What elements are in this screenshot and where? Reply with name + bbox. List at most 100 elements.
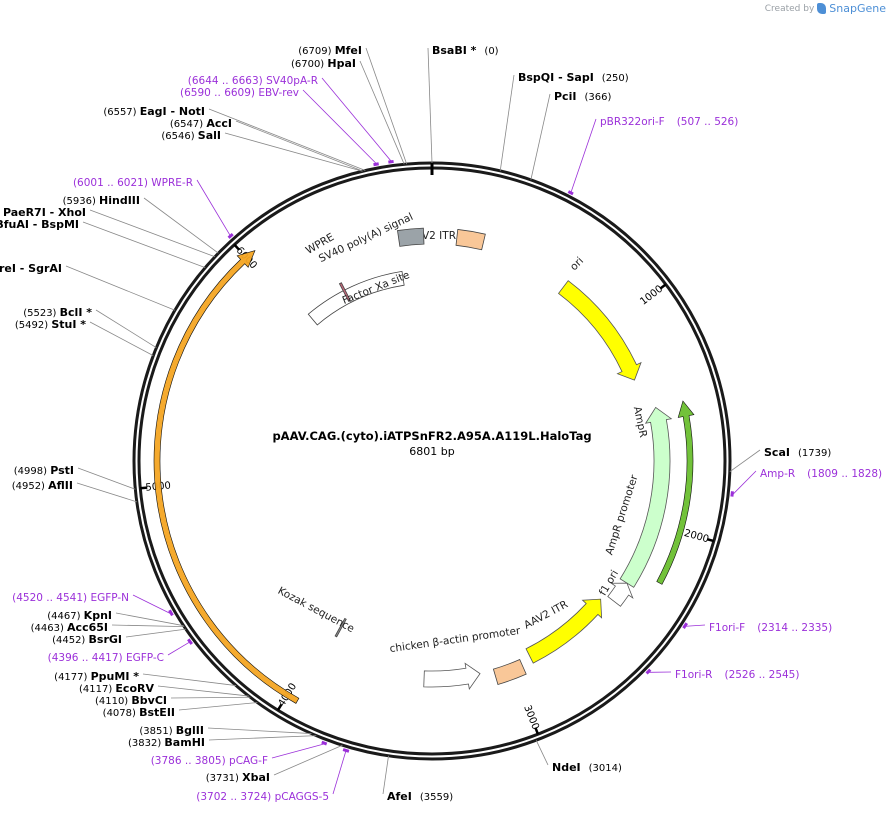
credit-brand: SnapGene [829, 2, 886, 15]
xbai-name: XbaI [242, 771, 270, 784]
pbr322ori-f-name: pBR322ori-F [600, 116, 665, 128]
bfuai-bspmi-leader [82, 221, 206, 269]
pbr322ori-f-range: (507 .. 526) [677, 116, 739, 128]
aflii-label: (4952) AflII [12, 479, 73, 492]
hpai-position: (6700) [291, 59, 327, 70]
ebv-rev-label: (6590 .. 6609) EBV-rev [180, 87, 299, 99]
pcag-f-leader [271, 743, 324, 759]
ecorv-name: EcoRV [115, 682, 154, 695]
aav2-itr-top-box [455, 228, 486, 251]
f1ori-f-name: F1ori-F [709, 622, 745, 634]
bcli-label: (5523) BclI * [23, 306, 92, 319]
sv40pa-r-bar [388, 159, 394, 164]
bglii-leader [207, 727, 312, 734]
kozak-mark [334, 617, 347, 638]
bsrgi-label: (4452) BsrGI [52, 633, 122, 646]
f1ori-f-bar [682, 622, 688, 629]
acc65i-position: (4463) [31, 623, 67, 634]
bspqi-sapi-label: BspQI - SapI (250) [518, 71, 629, 84]
scai-name: ScaI [764, 446, 790, 459]
eagi-noti-position: (6557) [103, 107, 139, 118]
bamhi-label: (3832) BamHI [128, 736, 205, 749]
amp-r-bar [730, 491, 734, 497]
egfp-c-range: (4396 .. 4417) [48, 652, 126, 664]
bbvci-position: (4110) [95, 696, 131, 707]
paer7i-xhoi-label: (5918) PaeR7I - XhoI [0, 206, 86, 219]
psti-label: (4998) PstI [14, 464, 74, 477]
amp-r-range: (1809 .. 1828) [807, 468, 882, 480]
pcaggs-5-leader [332, 751, 347, 795]
kpni-label: (4467) KpnI [47, 609, 112, 622]
ampr-label: AmpR [631, 405, 649, 438]
bsrgi-leader [125, 628, 186, 638]
pcaggs-5-range: (3702 .. 3724) [196, 791, 274, 803]
acc65i-label: (4463) Acc65I [31, 621, 108, 634]
site-labels: (6709) MfeI(6700) HpaI(6557) EagI - NotI… [0, 44, 882, 803]
bspqi-sapi-name: BspQI - SapI [518, 71, 594, 84]
paer7i-xhoi-leader [89, 209, 216, 258]
egfp-c-bar [187, 638, 193, 645]
egfp-c-label: (4396 .. 4417) EGFP-C [48, 652, 164, 664]
bbvci-name: BbvCI [131, 694, 167, 707]
sv40pa-r-range: (6644 .. 6663) [188, 75, 266, 87]
bstei-leader [178, 702, 258, 711]
pcaggs-5-name: pCAGGS-5 [275, 791, 329, 803]
ppumi-position: (4177) [54, 672, 90, 683]
pcaggs-5-label: (3702 .. 3724) pCAGGS-5 [196, 791, 329, 803]
ndei-leader [535, 740, 549, 766]
bbvci-label: (4110) BbvCI [95, 694, 167, 707]
paer7i-xhoi-name: PaeR7I - XhoI [3, 206, 86, 219]
afei-position: (3559) [420, 792, 453, 803]
ebv-rev-range: (6590 .. 6609) [180, 87, 258, 99]
ndei-label: NdeI(3014) [552, 761, 622, 774]
hpai-name: HpaI [327, 57, 356, 70]
hindiii-name: HindIII [99, 194, 140, 207]
pcag-f-bar [321, 740, 328, 746]
bsabi-position: (0) [484, 46, 498, 57]
f1ori-r-name: F1ori-R [675, 669, 712, 681]
wpre-r-label: (6001 .. 6021) WPRE-R [73, 177, 193, 189]
mrei-sgrai-label: (5675) MreI - SgrAI [0, 262, 62, 275]
sv40pa-r-label: (6644 .. 6663) SV40pA-R [188, 75, 318, 87]
f1ori-r-bar [645, 668, 652, 675]
bglii-name: BglII [176, 724, 204, 737]
tick-4000 [276, 703, 283, 711]
mfei-position: (6709) [298, 46, 334, 57]
pbr322ori-f-label: pBR322ori-F (507 .. 526) [600, 116, 738, 128]
snapgene-logo-icon [817, 3, 827, 14]
f1ori-f-label: F1ori-F (2314 .. 2335) [709, 622, 832, 634]
cba-promoter-arrow [423, 662, 481, 691]
ndei-name: NdeI [552, 761, 581, 774]
pcaggs-5-bar [342, 748, 350, 753]
mfei-label: (6709) MfeI [298, 44, 362, 57]
ppumi-name: PpuMI * [91, 670, 140, 683]
plasmid-name: pAAV.CAG.(cyto).iATPSnFR2.A95A.A119L.Hal… [272, 429, 591, 443]
acci-position: (6547) [170, 119, 206, 130]
pcii-name: PciI [554, 90, 576, 103]
acci-leader [235, 120, 363, 172]
pcii-label: PciI(366) [554, 90, 611, 103]
pbr322ori-f-leader [570, 118, 597, 192]
ampr-promoter-label: AmpR promoter [603, 473, 640, 557]
f1ori-f-range: (2314 .. 2335) [757, 622, 832, 634]
sali-position: (6546) [161, 131, 197, 142]
ampr-arrow [619, 406, 673, 588]
sv40pa-r-leader [321, 77, 392, 162]
amp-r-leader [732, 470, 757, 495]
ori-arrow [557, 280, 642, 381]
wpre-box [307, 270, 405, 326]
bstei-name: BstEII [139, 706, 175, 719]
mrei-sgrai-leader [65, 265, 176, 311]
bspqi-sapi-position: (250) [602, 73, 629, 84]
aflii-position: (4952) [12, 481, 48, 492]
factor-xa-mark [338, 282, 351, 302]
sali-name: SalI [198, 129, 221, 142]
bglii-label: (3851) BglII [139, 724, 204, 737]
plasmid-backbone [132, 161, 732, 761]
stui-name: StuI * [51, 318, 86, 331]
ebv-rev-name: EBV-rev [258, 87, 299, 99]
sali-label: (6546) SalI [161, 129, 221, 142]
mfei-leader [365, 47, 408, 165]
tick-5000 [140, 486, 148, 490]
